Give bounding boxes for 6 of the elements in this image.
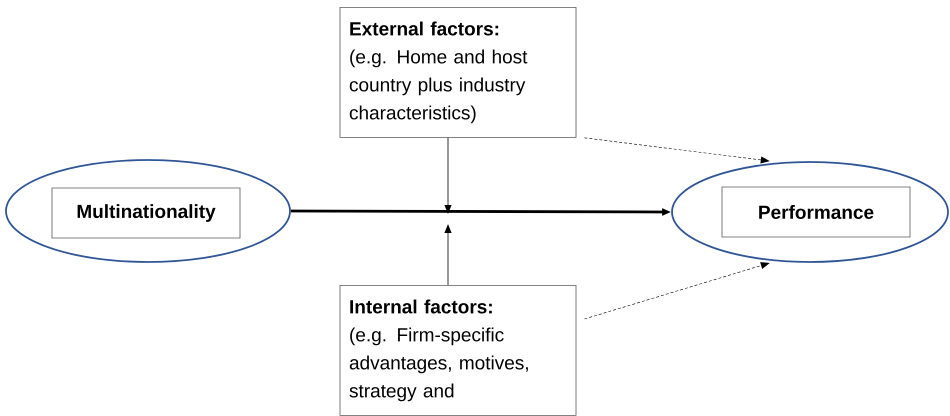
text-box: Internal factors: (e.g. Firm-specific advantages, motives, strategy and — [340, 285, 576, 416]
ellipse — [671, 161, 949, 263]
text-box: External factors: (e.g. Home and host country plus industry characteristics) — [340, 7, 576, 138]
text-box: Multinationality — [52, 188, 240, 238]
ellipse — [5, 159, 291, 263]
text-box: Performance — [722, 186, 910, 238]
